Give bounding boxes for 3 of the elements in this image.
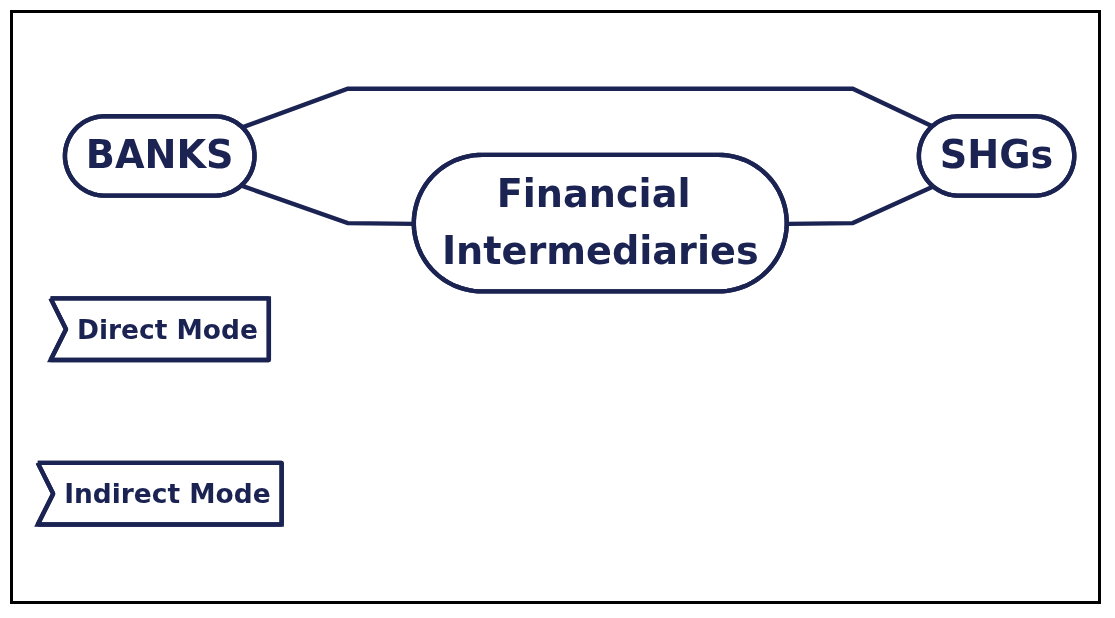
connector: [241, 86, 934, 130]
flowchart: BANKS Direct Mode Financial Intermediaries Indirect Mode SHGs: [25, 77, 1086, 537]
connector: [241, 184, 415, 227]
